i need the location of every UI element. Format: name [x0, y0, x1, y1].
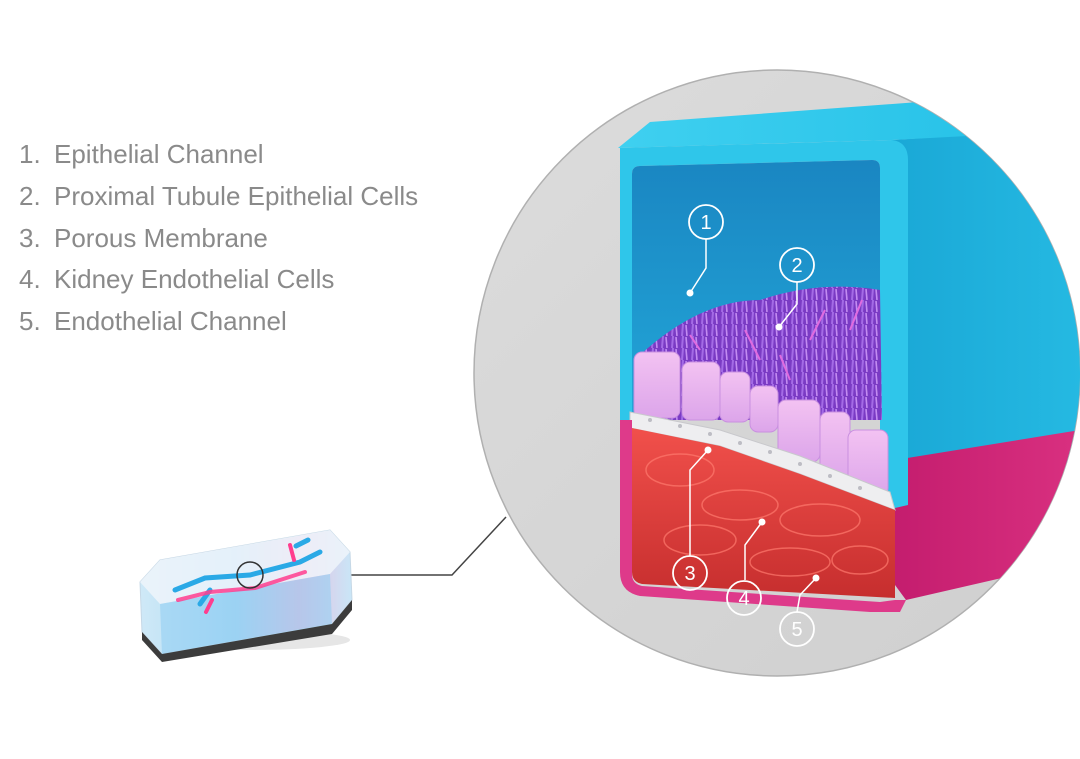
legend-number: 2.: [19, 180, 41, 211]
callout-label-3: 3: [684, 563, 695, 585]
legend-list: 1. Epithelial Channel 2. Proximal Tubule E…: [19, 134, 418, 343]
chip-base: [142, 600, 352, 662]
chip-endothelial-ports: [204, 543, 296, 614]
callout-marker-1: 1: [688, 204, 724, 240]
epithelial-channel-side: [892, 128, 1080, 498]
legend-number: 1.: [19, 139, 41, 169]
callout-label-1: 1: [700, 212, 711, 234]
legend-label: Epithelial Channel: [54, 139, 264, 169]
endothelial-channel-side: [895, 430, 1080, 600]
callout-marker-2: 2: [779, 247, 815, 283]
callout-marker-4: 4: [726, 580, 762, 616]
chip-epithelial-channel: [172, 549, 323, 593]
callout-label-2: 2: [791, 255, 802, 277]
organ-chip-device: [139, 529, 353, 662]
endothelial-channel-frame: [620, 420, 906, 612]
legend-label: Proximal Tubule Epithelial Cells: [54, 180, 419, 211]
endothelial-cell-outlines: [645, 453, 889, 577]
legend-item-porous-membrane: 3. Porous Membrane: [19, 218, 418, 260]
legend-label: Kidney Endothelial Cells: [54, 264, 335, 295]
callout-marker-3: 3: [672, 555, 708, 591]
legend-number: 4.: [19, 264, 41, 295]
callout-label-5: 5: [791, 619, 802, 641]
zoom-indicator-circle: [236, 561, 264, 589]
legend-label: Porous Membrane: [54, 222, 268, 253]
callouts: [689, 239, 817, 613]
legend-label: Endothelial Channel: [54, 306, 287, 337]
legend-item-epithelial-channel: 1. Epithelial Channel: [19, 134, 418, 176]
cilia-highlights: [689, 299, 863, 381]
callout-label-4: 4: [738, 588, 749, 610]
callout-dots: [686, 289, 820, 582]
legend-item-proximal-tubule-cells: 2. Proximal Tubule Epithelial Cells: [19, 176, 418, 218]
legend-number: 5.: [19, 306, 41, 337]
cross-section: [618, 90, 1080, 612]
membrane-pores: [648, 418, 862, 490]
legend-item-endothelial-channel: 5. Endothelial Channel: [19, 301, 418, 343]
chip-front-face: [160, 574, 332, 654]
legend-item-kidney-endothelial-cells: 4. Kidney Endothelial Cells: [19, 259, 418, 301]
callout-marker-5: 5: [779, 611, 815, 647]
legend-number: 3.: [19, 222, 41, 253]
chip-endothelial-channel: [176, 570, 307, 602]
